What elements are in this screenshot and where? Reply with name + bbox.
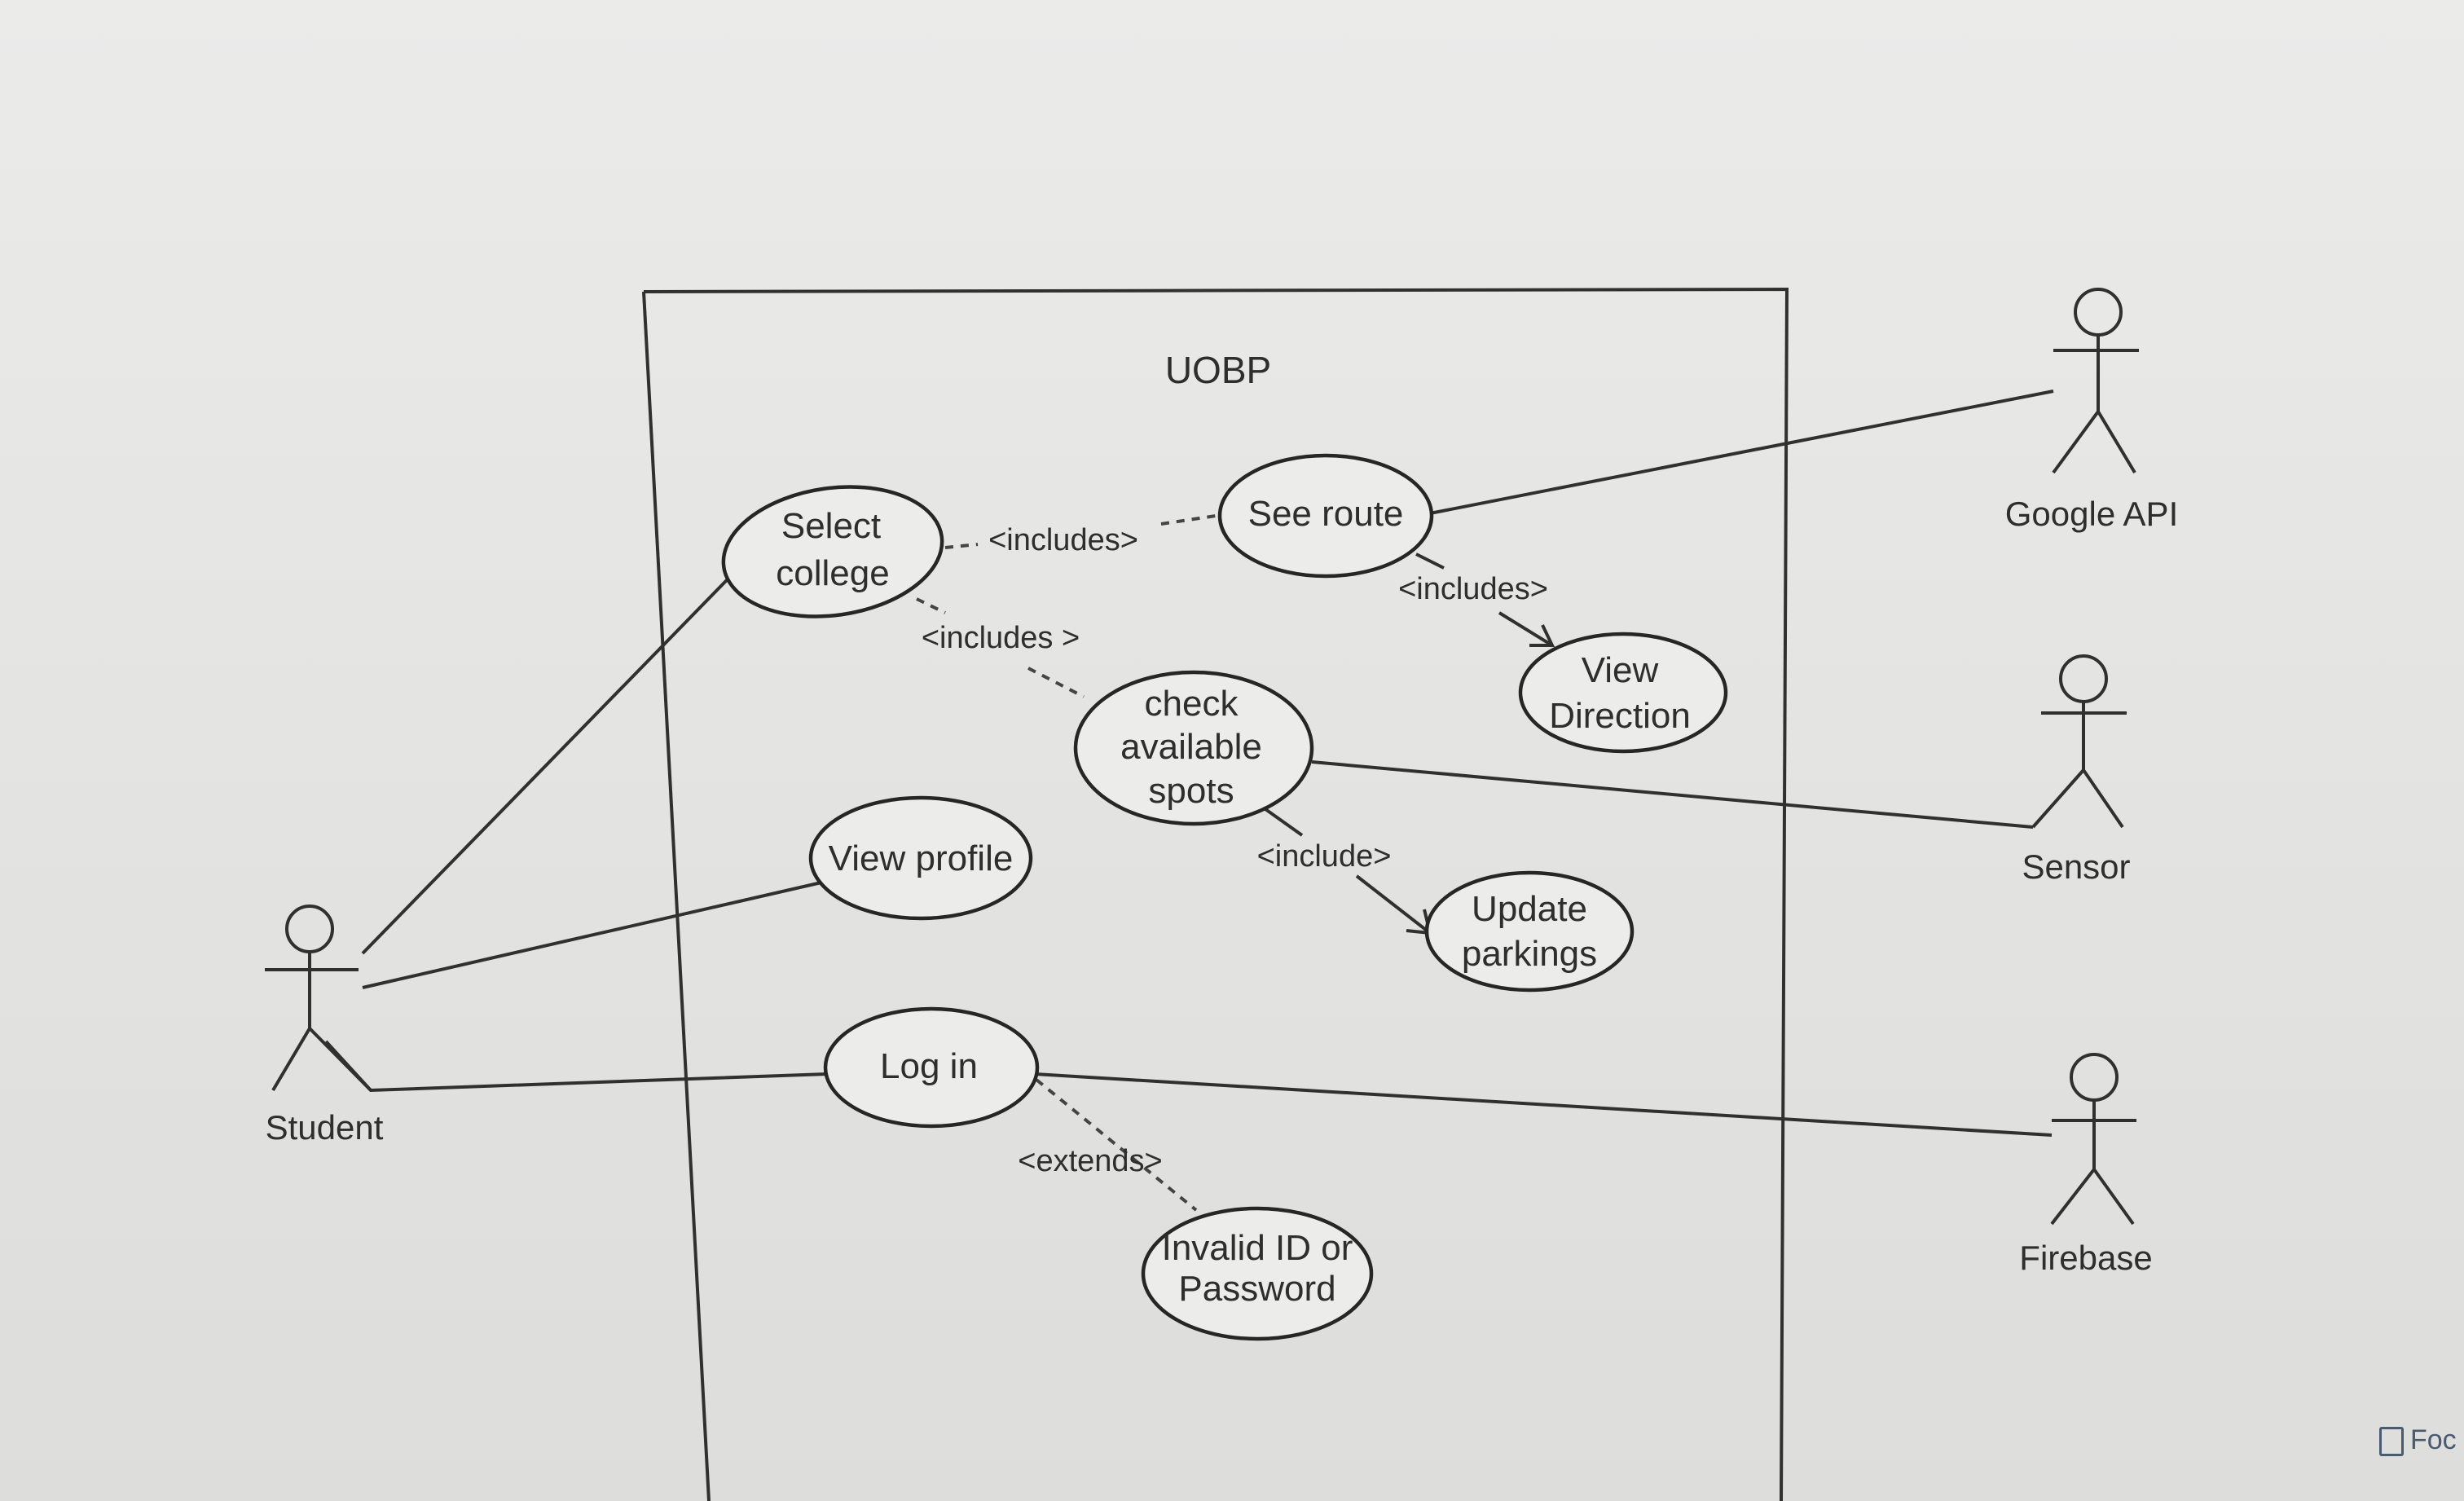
actor-google-api-label: Google API <box>2005 495 2178 533</box>
rel-login-to-invalid <box>1035 1078 1198 1212</box>
actor-sensor-label: Sensor <box>2022 847 2130 886</box>
focus-label: Foc <box>2410 1424 2457 1455</box>
rel-route-to-direction-b <box>1498 611 1554 647</box>
actor-student-label: Student <box>266 1108 384 1147</box>
use-case-invalid-id-line1: Invalid ID or <box>1162 1228 1353 1268</box>
use-case-select-college <box>721 485 944 618</box>
rel-select-to-spots-a <box>916 597 946 614</box>
use-case-view-direction <box>1518 632 1728 754</box>
assoc-student-select-college <box>361 551 755 955</box>
rel-select-to-spots-b <box>1027 667 1085 698</box>
use-case-select-college-line1: Select <box>781 506 881 546</box>
rel-spots-to-update-b <box>1355 874 1432 935</box>
rel-label-route-direction: <includes> <box>1398 572 1548 606</box>
use-case-invalid-id-or-password <box>1141 1206 1374 1341</box>
system-boundary-label: UOBP <box>1165 349 1271 391</box>
actor-firebase-label: Firebase <box>2019 1239 2152 1277</box>
rel-select-to-route-a <box>944 543 979 549</box>
actor-student <box>265 905 372 1092</box>
use-case-invalid-id-line2: Password <box>1178 1269 1335 1309</box>
use-case-update-parkings-line2: parkings <box>1462 934 1597 974</box>
actor-sensor <box>2031 654 2127 829</box>
use-case-view-direction-line2: Direction <box>1549 696 1691 736</box>
rel-route-to-direction-a <box>1415 552 1445 570</box>
focus-indicator[interactable]: Foc <box>2379 1424 2457 1457</box>
actor-firebase <box>2050 1053 2136 1226</box>
use-case-update-parkings-line1: Update <box>1472 889 1587 929</box>
use-case-check-spots-line2: available <box>1120 727 1262 767</box>
use-case-check-spots-line3: spots <box>1148 771 1234 811</box>
use-case-log-in <box>823 1006 1040 1129</box>
assoc-log-in-firebase <box>1034 1072 2053 1137</box>
rel-label-select-spots: <includes > <box>922 621 1080 655</box>
use-case-select-college-line2: college <box>776 553 889 593</box>
rel-select-to-route-b <box>1160 514 1217 526</box>
actor-google-api <box>2052 288 2139 474</box>
assoc-student-log-in <box>324 1040 828 1093</box>
use-case-view-direction-line1: View <box>1582 650 1659 690</box>
rel-label-spots-update: <include> <box>1257 839 1392 874</box>
system-boundary <box>642 287 1789 1501</box>
use-case-see-route <box>1217 453 1434 579</box>
rel-label-select-route: <includes> <box>988 523 1138 557</box>
assoc-student-view-profile <box>362 881 822 989</box>
use-case-check-spots-line1: check <box>1145 684 1239 724</box>
use-case-see-route-label: See route <box>1248 494 1404 534</box>
focus-icon <box>2379 1427 2404 1457</box>
assoc-see-route-google-api <box>1429 390 2054 515</box>
use-case-check-available-spots <box>1073 670 1314 826</box>
assoc-check-spots-sensor <box>1311 760 2034 829</box>
use-case-update-parkings <box>1424 870 1635 993</box>
use-case-log-in-label: Log in <box>880 1046 978 1086</box>
use-case-view-profile-label: View profile <box>829 839 1014 878</box>
rel-spots-to-update-a <box>1264 808 1304 837</box>
arrowhead-view-direction <box>1529 624 1555 647</box>
rel-label-login-invalid: <extends> <box>1018 1144 1162 1178</box>
use-case-view-profile <box>808 795 1033 921</box>
